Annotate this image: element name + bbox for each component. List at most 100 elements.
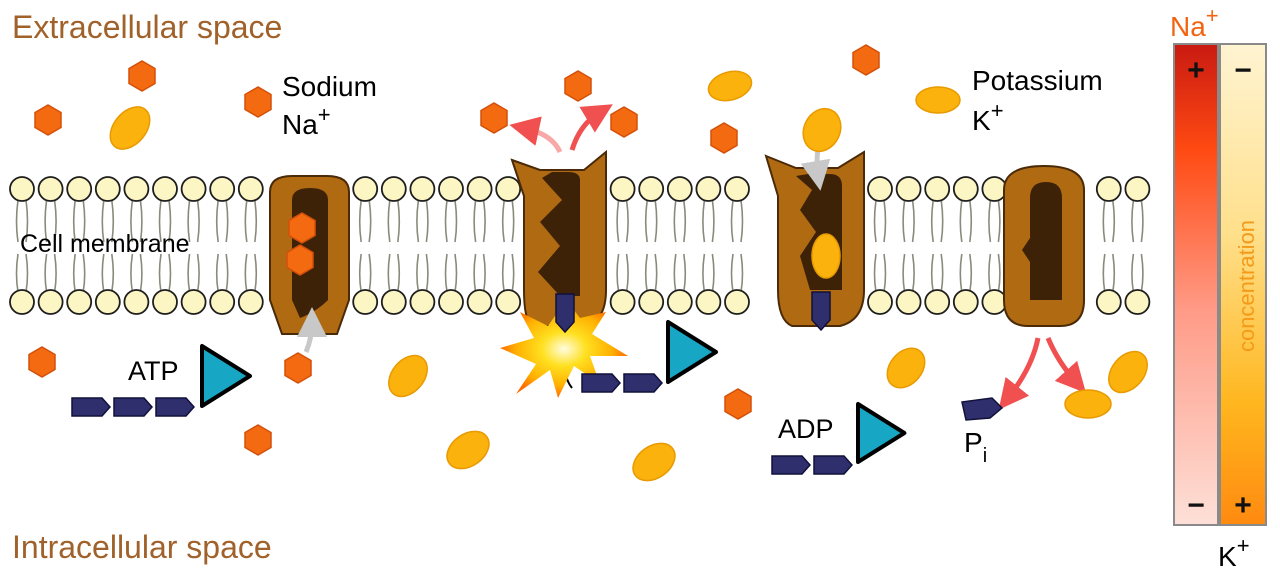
sodium-ion-icon	[852, 44, 880, 76]
lipid-molecule	[352, 176, 379, 315]
lipid-molecule	[695, 176, 722, 315]
lipid-head-icon	[1095, 289, 1122, 315]
lipid-molecule	[180, 176, 207, 315]
lipid-head-icon	[867, 289, 893, 315]
potassium-ion-icon	[109, 106, 151, 150]
sodium-ion-icon	[244, 86, 272, 118]
potassium-ion-icon	[388, 354, 428, 398]
lipid-head-icon	[9, 176, 35, 202]
lipid-head-icon	[352, 176, 379, 202]
lipid-molecule	[666, 176, 693, 315]
lipid-head-icon	[895, 176, 922, 202]
lipid-head-icon	[1124, 176, 1151, 202]
lipid-molecule	[409, 176, 436, 315]
potassium-ion-icon	[811, 233, 841, 279]
sodium-ion-icon	[480, 102, 508, 134]
lipid-head-icon	[123, 289, 150, 315]
pump-state-2	[510, 149, 607, 327]
lipid-molecule	[981, 176, 1008, 315]
sodium-ion-icon	[288, 212, 316, 244]
sodium-label: Sodium	[282, 71, 377, 102]
potassium-concentration-bar	[1219, 43, 1267, 526]
sodium-ion-icon	[610, 106, 638, 138]
concentration-scale: Na+ K+ + − − + concentration	[1170, 3, 1267, 572]
lipid-molecule	[66, 176, 93, 315]
atp-label: ATP	[128, 356, 179, 386]
lipid-head-icon	[37, 176, 64, 202]
arrows	[296, 104, 1087, 410]
potassium-ions	[109, 70, 1148, 482]
phosphate-icon	[961, 397, 1004, 421]
adenosine-icon	[200, 344, 252, 408]
sodium-ion-icon	[244, 424, 272, 456]
phosphate-icon	[623, 373, 664, 393]
lipid-molecule	[1095, 176, 1122, 315]
lipid-head-icon	[180, 176, 207, 202]
sodium-ion-icon	[724, 388, 752, 420]
potassium-label: Potassium	[972, 65, 1103, 96]
lipid-head-icon	[1124, 289, 1151, 315]
adp-molecule	[581, 320, 718, 393]
lipid-head-icon	[438, 289, 464, 315]
potassium-ion-icon	[1108, 350, 1148, 394]
sodium-ion-icon	[710, 122, 738, 154]
phosphate-icon	[71, 397, 112, 417]
lipid-head-icon	[123, 176, 150, 202]
na-bar-top-sign: +	[1187, 54, 1205, 87]
na-bar-title: Na+	[1170, 3, 1219, 42]
sodium-ion-icon	[128, 60, 156, 92]
phosphate-icon	[155, 397, 196, 417]
lipid-head-icon	[495, 176, 522, 202]
lipid-head-icon	[466, 176, 493, 202]
lipid-head-icon	[695, 289, 722, 315]
atp-molecule	[71, 344, 252, 417]
lipid-head-icon	[180, 289, 207, 315]
lipid-head-icon	[409, 176, 436, 202]
lipid-molecule	[867, 176, 893, 315]
sodium-ions	[28, 44, 880, 456]
lipid-head-icon	[981, 176, 1008, 202]
potassium-ion-icon	[802, 107, 842, 153]
lipid-molecule	[495, 176, 522, 315]
lipid-head-icon	[609, 176, 636, 202]
potassium-ion-icon	[915, 86, 961, 114]
lipid-head-icon	[209, 289, 236, 315]
sodium-ion-icon	[286, 244, 314, 276]
lipid-head-icon	[66, 289, 93, 315]
lipid-molecule	[1124, 176, 1151, 315]
phosphate-icon	[581, 373, 622, 393]
extracellular-label: Extracellular space	[12, 9, 282, 45]
lipid-head-icon	[981, 289, 1008, 315]
lipid-head-icon	[867, 176, 893, 202]
lipid-head-icon	[666, 176, 693, 202]
lipid-molecule	[438, 176, 464, 315]
lipid-head-icon	[380, 176, 407, 202]
lipid-head-icon	[94, 289, 121, 315]
potassium-ion-icon	[886, 347, 926, 389]
lipid-head-icon	[237, 289, 264, 315]
pi-label: Pi	[964, 427, 987, 467]
pump-state-4	[1003, 164, 1085, 327]
lipid-molecule	[895, 176, 922, 315]
free-phosphate	[961, 397, 1004, 421]
phosphate-icon	[113, 397, 154, 417]
lipid-molecule	[37, 176, 64, 315]
phosphate-icon	[813, 455, 854, 475]
k-bar-title: K+	[1218, 533, 1250, 572]
lipid-head-icon	[1095, 176, 1122, 202]
lipid-head-icon	[237, 176, 264, 202]
lipid-molecule	[724, 176, 750, 315]
lipid-head-icon	[409, 289, 436, 315]
energy-molecules	[71, 320, 1004, 475]
lipid-molecule	[638, 176, 665, 315]
sodium-ion-icon	[564, 70, 592, 102]
lipid-molecule	[609, 176, 636, 315]
lipid-molecule	[237, 176, 264, 315]
lipid-molecule	[466, 176, 493, 315]
lipid-molecule	[380, 176, 407, 315]
sodium-symbol-label: Na+	[282, 102, 331, 140]
sodium-ion-icon	[284, 352, 312, 384]
lipid-head-icon	[638, 289, 665, 315]
phosphate-icon	[771, 455, 812, 475]
